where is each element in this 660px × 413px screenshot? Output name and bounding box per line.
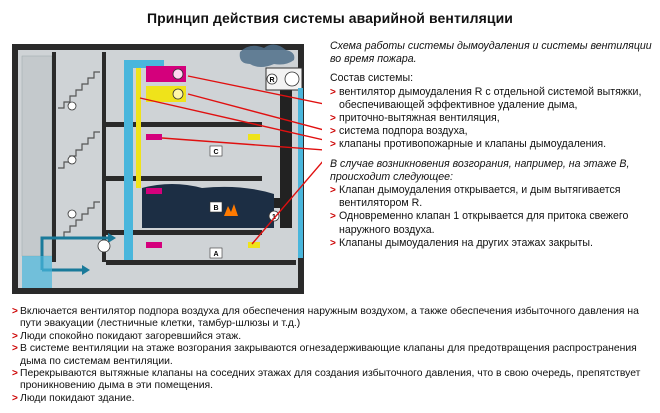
building-interior [18, 50, 298, 288]
yellow-duct [136, 68, 141, 188]
plus-marker [67, 101, 77, 111]
fan-icon [172, 88, 184, 100]
composition-item: >клапаны противопожарные и клапаны дымоу… [330, 138, 607, 151]
staircase-upper [58, 131, 100, 169]
floor-label-a: A [213, 251, 218, 258]
composition-item: >система подпора воздуха, [330, 125, 468, 138]
arrow-head [82, 265, 90, 275]
step-item: >Люди спокойно покидают загоревшийся эта… [12, 330, 242, 342]
step-item: >Включается вентилятор подпора воздуха д… [12, 306, 639, 330]
vent [146, 188, 162, 194]
step-item: >В системе вентиляции на этаже возгорани… [12, 343, 637, 367]
scenario-item: >Клапаны дымоудаления на других этажах з… [330, 236, 593, 249]
staircase [58, 201, 100, 239]
water-block [22, 256, 52, 288]
composition-item: >вентилятор дымоудаления R с отдельной с… [330, 85, 642, 111]
fire-icon [224, 204, 238, 216]
smoke-cloud [142, 184, 274, 228]
staircase-top [58, 71, 100, 109]
step-item: >Люди покидают здание. [12, 392, 135, 404]
floor-slab [106, 176, 262, 181]
scenario-item: >Одновременно клапан 1 открывается для п… [330, 210, 629, 236]
scheme-caption: Схема работы системы дымоудаления и сист… [330, 40, 652, 66]
fan-label: R [269, 77, 274, 84]
inner-wall [102, 52, 106, 262]
vent [146, 134, 162, 140]
floor-slab [106, 230, 262, 235]
floor-slab [106, 260, 296, 265]
bullet-icon: > [330, 113, 336, 125]
floor-label-b: B [213, 205, 218, 212]
floor-label-c: C [213, 149, 218, 156]
bullet-icon: > [12, 368, 18, 380]
bullet-icon: > [330, 211, 336, 223]
description-panel: Схема работы системы дымоудаления и сист… [330, 40, 656, 250]
bullet-icon: > [12, 392, 18, 404]
scenario-intro: В случае возникновения возгорания, напри… [330, 157, 630, 183]
smoke-plume [239, 44, 295, 67]
floor-label-box [209, 145, 223, 157]
vent [146, 242, 162, 248]
pointer-line [251, 161, 322, 245]
floor-label-box [209, 247, 223, 259]
bullet-icon: > [12, 306, 18, 317]
ventilation-diagram: R C B A 1 [12, 44, 322, 294]
composition-item: >приточно-вытяжная вентиляция, [330, 112, 500, 125]
bullet-icon: > [12, 343, 18, 355]
stair-column [21, 55, 53, 257]
vent [248, 242, 260, 248]
fan-icon [284, 71, 300, 87]
bullet-icon: > [330, 185, 336, 197]
composition-heading: Состав системы: [330, 72, 414, 85]
floor-slab [106, 122, 262, 127]
arrow-head [108, 233, 116, 243]
page-title: Принцип действия системы аварийной венти… [146, 10, 514, 26]
valve-1 [268, 210, 280, 222]
bullet-icon: > [330, 237, 336, 249]
fan-label-circle [266, 73, 278, 85]
exhaust-duct [280, 78, 292, 228]
fan-icon [97, 239, 111, 253]
plus-marker [67, 155, 77, 165]
bullet-icon: > [330, 139, 336, 151]
supply-duct-top [124, 60, 164, 68]
vent [248, 134, 260, 140]
bullet-icon: > [12, 330, 18, 342]
pointer-line [187, 93, 322, 131]
scenario-item: >Клапан дымоудаления открывается, и дым … [330, 184, 621, 210]
fan-icon [172, 68, 184, 80]
bullet-icon: > [330, 86, 336, 98]
steps-list: >Включается вентилятор подпора воздуха д… [12, 306, 652, 405]
floor-label-box [209, 201, 223, 213]
plus-marker [67, 209, 77, 219]
supply-duct [124, 60, 133, 260]
stair-wall [52, 52, 56, 262]
fresh-air-duct [298, 88, 303, 258]
pointer-line [139, 97, 322, 141]
pointer-line [187, 75, 322, 105]
pointer-line [161, 137, 322, 151]
bullet-icon: > [330, 126, 336, 138]
step-item: >Перекрываются вытяжные клапаны на сосед… [12, 368, 641, 392]
